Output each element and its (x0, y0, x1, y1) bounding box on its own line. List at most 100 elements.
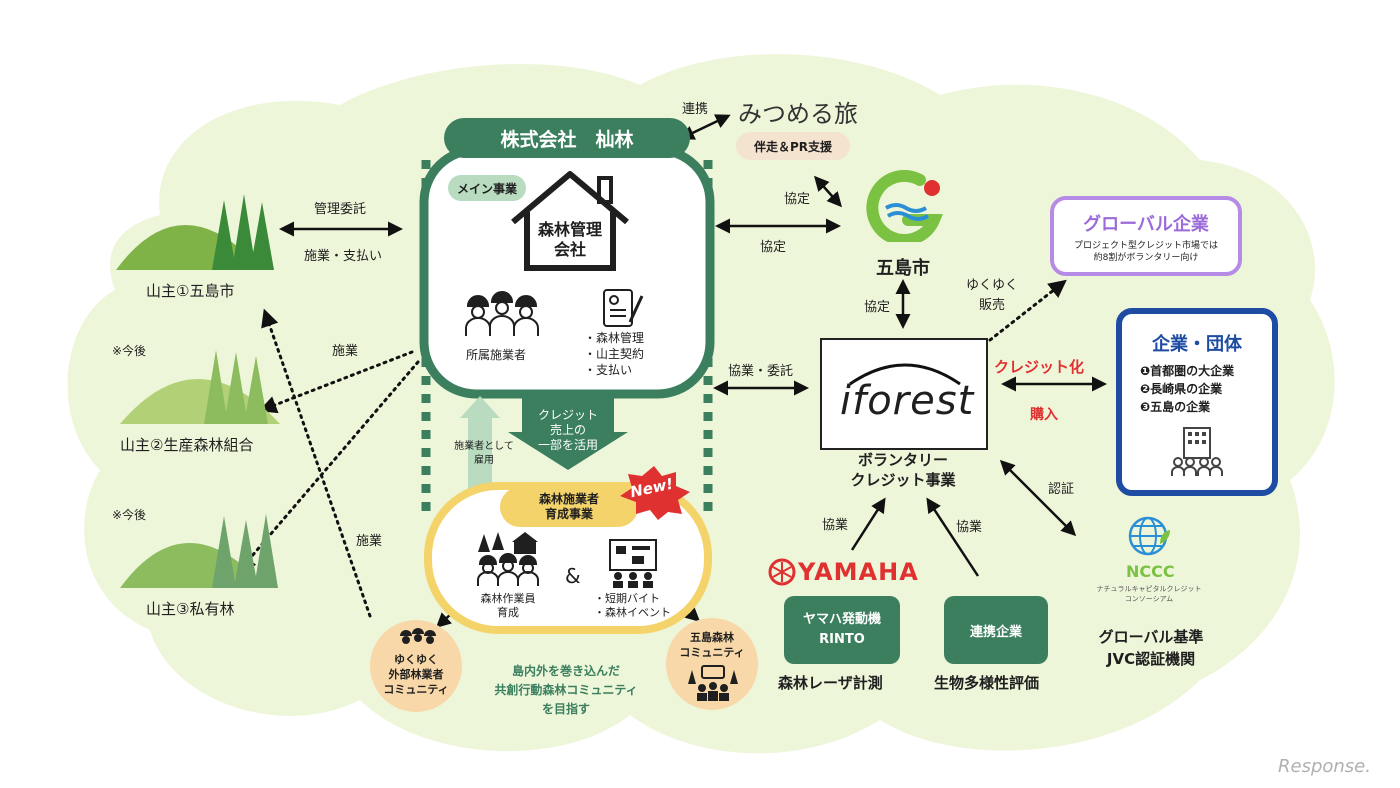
corporations-title: 企業・団体 (1152, 334, 1242, 355)
iforest-logo: iforest (840, 378, 975, 424)
mitsumeru-tag-label: 伴走＆PR支援 (753, 139, 833, 154)
iforest-box: iforest (820, 338, 988, 450)
goto-forest-line: 五島森林 (690, 631, 734, 644)
document-icon (603, 289, 644, 327)
edge-outer-owner1 (261, 308, 372, 618)
training-left-line: 育成 (497, 606, 519, 619)
nccc-sub-line: コンソーシアム (1124, 595, 1174, 603)
goal-line: を目指す (541, 702, 590, 716)
edge-label-kyotei1: 協定 (784, 192, 811, 207)
ampersand: & (565, 564, 581, 588)
global-company-desc: プロジェクト型クレジット市場では 約8割がボランタリー向け (1054, 240, 1238, 264)
edge-label-mgmt: 管理委託 (314, 202, 367, 217)
company-title-bar: 株式会社 杣林 (444, 118, 690, 158)
training-title-line: 森林施業者 (538, 492, 599, 506)
mountain-owner3-icon (120, 514, 278, 588)
house-icon (511, 171, 629, 271)
training-right-line: ・森林イベント (594, 606, 671, 619)
yamaha-box-line: ヤマハ発動機 (802, 612, 881, 627)
nccc-sub-line: ナチュラルキャピタルクレジット (1096, 585, 1202, 593)
community-goal: 島内外を巻き込んだ 共創行動森林コミュニティ を目指す (478, 662, 654, 719)
yamaha-emblem-icon (768, 558, 796, 586)
owner1-label: 山主①五島市 (146, 282, 235, 300)
edge-label-kyogyo-itaku: 協業・委託 (728, 364, 794, 379)
credit-usage-label: クレジット 売上の 一部を活用 (524, 408, 612, 453)
goto-forest-community-circle: 五島森林 コミュニティ (666, 618, 758, 710)
global-desc-line: プロジェクト型クレジット市場では (1073, 241, 1218, 251)
hire-note: 施業者として 雇用 (436, 440, 532, 468)
nccc-caption: グローバル基準 JVC認証機関 (1086, 626, 1216, 670)
response-watermark: Response. (1278, 756, 1371, 777)
edge-label-renkei: 連携 (682, 102, 709, 117)
partner-box-label: 連携企業 (969, 624, 1022, 640)
partner-caption: 生物多様性評価 (934, 674, 1040, 692)
mitsumeru-tag: 伴走＆PR支援 (736, 132, 850, 160)
iforest-caption-line: ボランタリー (857, 451, 948, 469)
yamaha-caption: 森林レーザ計測 (778, 674, 883, 692)
nccc-sub: ナチュラルキャピタルクレジット コンソーシアム (1086, 584, 1212, 604)
goto-city-label: 五島市 (876, 258, 930, 279)
nccc-globe-icon (1128, 516, 1170, 556)
edge-label-kyotei3: 協定 (864, 300, 891, 315)
training-workers-icon (477, 532, 539, 586)
credit-arrow-line: 一部を活用 (537, 438, 598, 452)
edge-label-workpay: 施業・支払い (304, 249, 383, 264)
partner-box: 連携企業 (944, 596, 1048, 664)
main-business-line2: 会社 (553, 240, 586, 259)
iforest-caption: ボランタリー クレジット事業 (828, 450, 978, 490)
yukuyuku-line: ゆくゆく (965, 278, 1018, 293)
building-people-icon (1171, 427, 1223, 476)
corporation-item: ❷長崎県の企業 (1140, 382, 1223, 396)
edge-label-work1: 施業 (332, 344, 359, 359)
event-board-icon (609, 539, 657, 588)
main-badge-label: メイン事業 (456, 181, 517, 196)
owner2-label: 山主②生産森林組合 (120, 436, 254, 454)
nccc-logo: NCCC (1126, 562, 1175, 581)
training-right-line: ・短期バイト (594, 592, 660, 605)
credit-arrow-line: 売上の (549, 423, 586, 437)
goto-city-emblem (866, 170, 943, 242)
outer-workers-icon (400, 628, 436, 644)
goal-line: 共創行動森林コミュニティ (494, 683, 638, 697)
goto-forest-community-label: 五島森林 コミュニティ (666, 630, 758, 660)
corporation-item: ❸五島の企業 (1140, 400, 1211, 414)
mountain-owner2-icon (120, 350, 280, 424)
edge-label-credit: クレジット化 (994, 358, 1085, 376)
edge-label-work2: 施業 (356, 534, 383, 549)
main-business-name: 森林管理 会社 (520, 220, 620, 260)
mountain-owner1-icon (116, 194, 274, 270)
forest-people-icon (688, 665, 738, 701)
corporations-list: ❶首都圏の大企業 ❷長崎県の企業 ❸五島の企業 (1140, 362, 1234, 416)
training-left-line: 森林作業員 (480, 592, 536, 605)
nccc-caption-line: グローバル基準 (1098, 628, 1204, 646)
owner2-note: ※今後 (112, 344, 147, 358)
edge-yamaha-iforest (850, 497, 886, 551)
task-item: ・支払い (584, 363, 633, 377)
hire-note-line: 雇用 (474, 455, 494, 466)
goto-forest-line: コミュニティ (679, 646, 745, 659)
outer-community-line: コミュニティ (383, 683, 449, 696)
corporations-box: 企業・団体 ❶首都圏の大企業 ❷長崎県の企業 ❸五島の企業 (1116, 308, 1278, 496)
edge-label-kyogyo-right: 協業 (956, 520, 983, 535)
global-desc-line: 約8割がボランタリー向け (1093, 253, 1199, 263)
mitsumeru-logo: みつめる旅 (738, 100, 858, 128)
new-badge (620, 466, 690, 520)
yamaha-box-line: RINTO (819, 632, 865, 647)
owner3-label: 山主③私有林 (146, 600, 235, 618)
edge-label-yukuyuku: ゆくゆく 販売 (962, 276, 1022, 316)
nccc-caption-line: JVC認証機関 (1106, 650, 1196, 668)
goal-line: 島内外を巻き込んだ (511, 664, 620, 678)
training-title: 森林施業者 育成事業 (500, 487, 638, 527)
edge-label-konyu: 購入 (1030, 407, 1058, 423)
task-item: ・森林管理 (584, 331, 645, 345)
training-title-line: 育成事業 (544, 507, 593, 521)
main-business-badge: メイン事業 (448, 175, 526, 201)
edge-tag-goto (814, 175, 842, 208)
global-company-box: グローバル企業 プロジェクト型クレジット市場では 約8割がボランタリー向け (1050, 196, 1242, 276)
outer-community-circle: ゆくゆく 外部林業者 コミュニティ (370, 620, 462, 712)
edge-label-nintei: 認証 (1048, 482, 1075, 497)
owner3-note: ※今後 (112, 508, 147, 522)
outer-community-label: ゆくゆく 外部林業者 コミュニティ (370, 652, 462, 697)
outer-community-line: ゆくゆく (394, 653, 438, 666)
